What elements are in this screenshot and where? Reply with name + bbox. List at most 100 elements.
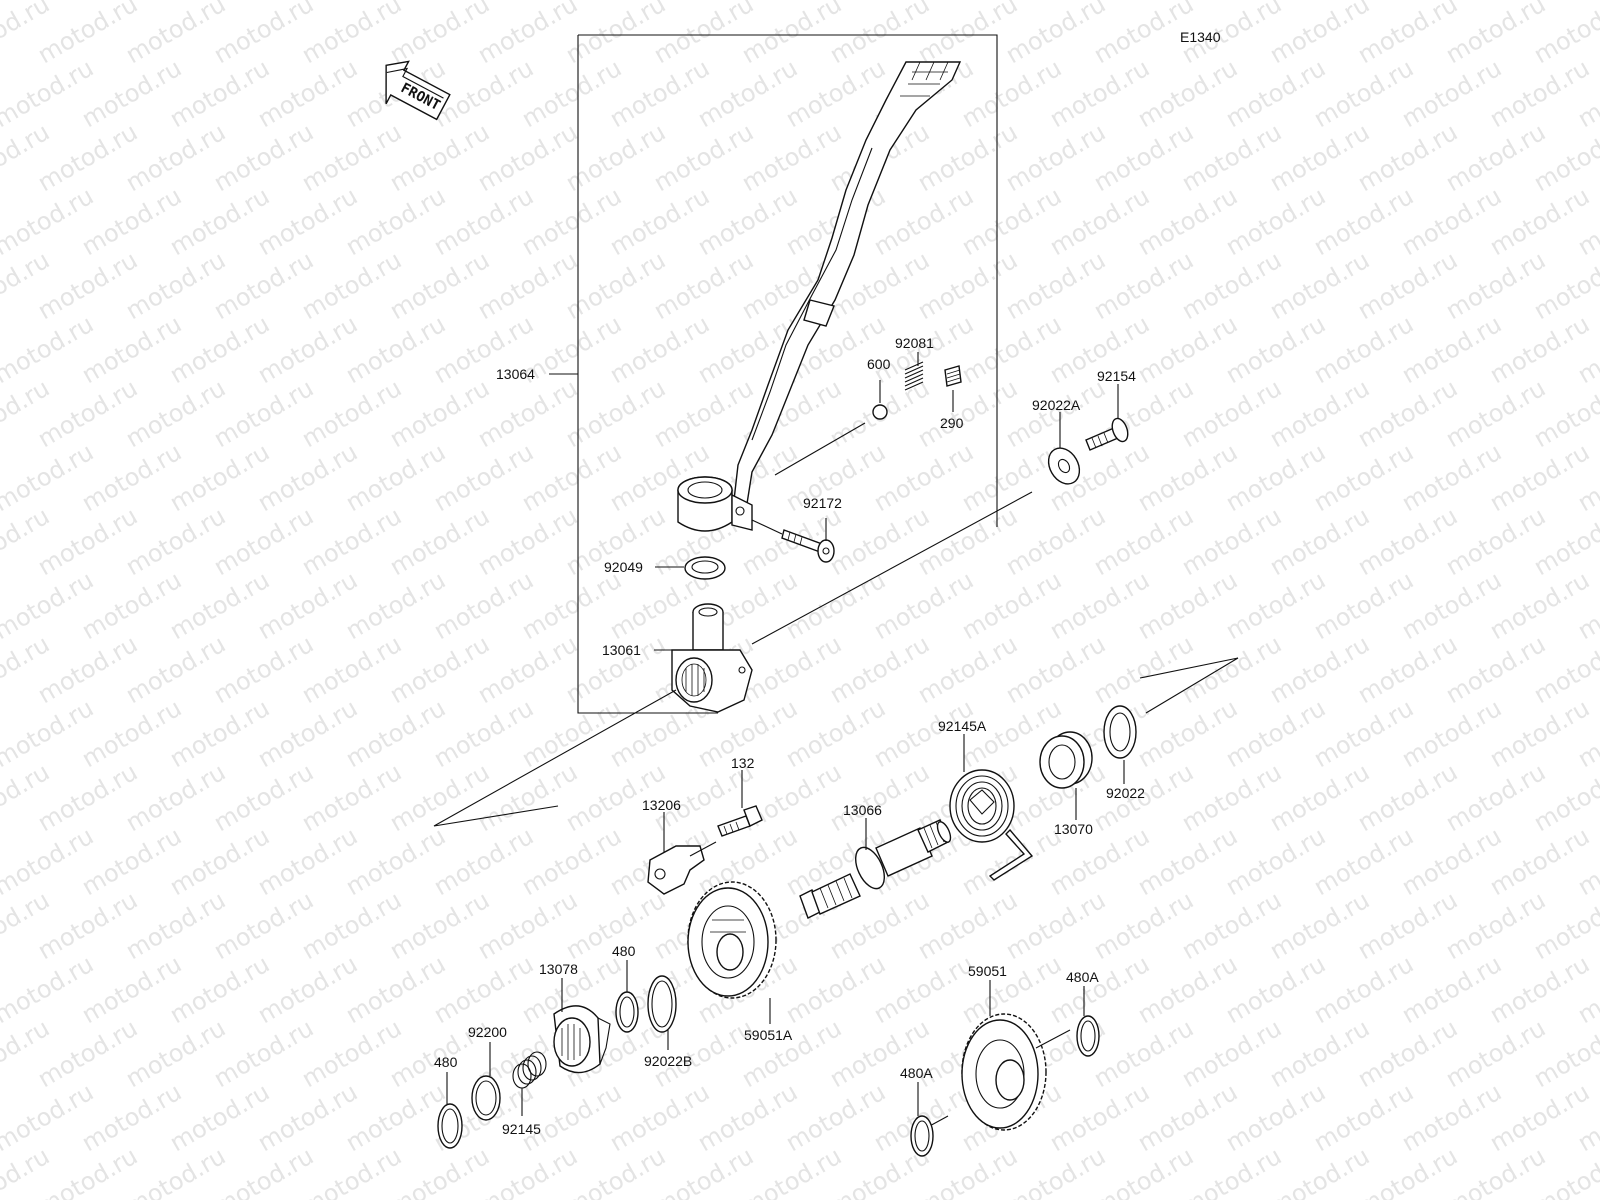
watermark-text: motod.ru bbox=[77, 310, 186, 389]
watermark-text: motod.ru bbox=[517, 694, 626, 773]
watermark-text: motod.ru bbox=[1309, 822, 1418, 901]
watermark-text: motod.ru bbox=[121, 118, 230, 197]
circlip-480-lower bbox=[437, 1103, 463, 1149]
watermark-text: motod.ru bbox=[473, 374, 582, 453]
watermark-text: motod.ru bbox=[297, 630, 406, 709]
watermark-text: motod.ru bbox=[1001, 886, 1110, 965]
watermark-text: motod.ru bbox=[77, 566, 186, 645]
watermark-text: motod.ru bbox=[781, 950, 890, 1029]
shaft-axis-right bbox=[1139, 657, 1239, 714]
watermark-text: motod.ru bbox=[781, 694, 890, 773]
part-label-13061: 13061 bbox=[602, 642, 641, 658]
watermark-text: motod.ru bbox=[209, 246, 318, 325]
watermark-text: motod.ru bbox=[77, 694, 186, 773]
watermark-text: motod.ru bbox=[33, 630, 142, 709]
watermark-text: motod.ru bbox=[1177, 630, 1286, 709]
watermark-text: motod.ru bbox=[121, 758, 230, 837]
part-label-132: 132 bbox=[731, 755, 755, 771]
watermark-text: motod.ru bbox=[1089, 118, 1198, 197]
watermark-text: motod.ru bbox=[561, 374, 670, 453]
watermark-text: motod.ru bbox=[913, 374, 1022, 453]
watermark-text: motod.ru bbox=[253, 182, 362, 261]
watermark-text: motod.ru bbox=[429, 438, 538, 517]
watermark-text: motod.ru bbox=[385, 630, 494, 709]
watermark-text: motod.ru bbox=[1265, 1014, 1374, 1093]
watermark-text: motod.ru bbox=[913, 246, 1022, 325]
watermark-text: motod.ru bbox=[1309, 438, 1418, 517]
watermark-text: motod.ru bbox=[341, 822, 450, 901]
watermark-text: motod.ru bbox=[209, 886, 318, 965]
watermark-text: motod.ru bbox=[385, 246, 494, 325]
watermark-text: motod.ru bbox=[869, 950, 978, 1029]
bolt-132 bbox=[717, 805, 763, 837]
watermark-text: motod.ru bbox=[341, 438, 450, 517]
watermark-text: motod.ru bbox=[1133, 566, 1242, 645]
watermark-text: motod.ru bbox=[33, 118, 142, 197]
watermark-text: motod.ru bbox=[33, 502, 142, 581]
part-label-480A-right: 480A bbox=[1066, 969, 1099, 985]
watermark-text: motod.ru bbox=[517, 566, 626, 645]
part-label-92022B: 92022B bbox=[644, 1053, 692, 1069]
watermark-text: motod.ru bbox=[649, 374, 758, 453]
watermark-text: motod.ru bbox=[1045, 950, 1154, 1029]
watermark-text: motod.ru bbox=[385, 374, 494, 453]
idle-gear-59051 bbox=[925, 1013, 1071, 1131]
watermark-text: motod.ru bbox=[1177, 118, 1286, 197]
watermark-text: motod.ru bbox=[253, 822, 362, 901]
watermark-text: motod.ru bbox=[1045, 1078, 1154, 1157]
watermark-text: motod.ru bbox=[1441, 374, 1550, 453]
assembly-bracket-13064 bbox=[577, 34, 998, 714]
watermark-text: motod.ru bbox=[1397, 1078, 1506, 1157]
kick-lever bbox=[677, 61, 962, 532]
watermark-text: motod.ru bbox=[1221, 54, 1330, 133]
leader-600 bbox=[774, 380, 881, 476]
watermark-text: motod.ru bbox=[1573, 0, 1600, 5]
part-label-480A-left: 480A bbox=[900, 1065, 933, 1081]
watermark-text: motod.ru bbox=[297, 118, 406, 197]
part-label-92049: 92049 bbox=[604, 559, 643, 575]
watermark-text: motod.ru bbox=[1265, 374, 1374, 453]
watermark-text: motod.ru bbox=[1265, 630, 1374, 709]
watermark-text: motod.ru bbox=[605, 310, 714, 389]
watermark-text: motod.ru bbox=[297, 374, 406, 453]
watermark-text: motod.ru bbox=[1309, 566, 1418, 645]
watermark-text: motod.ru bbox=[1133, 182, 1242, 261]
watermark-text: motod.ru bbox=[209, 630, 318, 709]
spring-290 bbox=[944, 365, 962, 387]
watermark-text: motod.ru bbox=[1045, 566, 1154, 645]
washer-92200 bbox=[471, 1075, 501, 1121]
circlip-480A-left bbox=[910, 1115, 934, 1157]
watermark-text: motod.ru bbox=[33, 886, 142, 965]
kick-gear-59051A bbox=[687, 881, 777, 999]
watermark-text: motod.ru bbox=[341, 566, 450, 645]
watermark-text: motod.ru bbox=[1485, 182, 1594, 261]
watermark-text: motod.ru bbox=[957, 310, 1066, 389]
part-label-13066: 13066 bbox=[843, 802, 882, 818]
watermark-text: motod.ru bbox=[165, 54, 274, 133]
watermark-text: motod.ru bbox=[1485, 1078, 1594, 1157]
shaft-axis-upper bbox=[751, 491, 1033, 645]
ball-600 bbox=[872, 404, 888, 420]
watermark-text: motod.ru bbox=[517, 1078, 626, 1157]
watermark-text: motod.ru bbox=[1441, 1014, 1550, 1093]
circlip-480A-right bbox=[1076, 1015, 1100, 1057]
watermark-text: motod.ru bbox=[1353, 1014, 1462, 1093]
watermark-text: motod.ru bbox=[1133, 54, 1242, 133]
watermark-text: motod.ru bbox=[1441, 630, 1550, 709]
watermark-text: motod.ru bbox=[1441, 886, 1550, 965]
watermark-text: motod.ru bbox=[957, 182, 1066, 261]
watermark-text: motod.ru bbox=[1441, 758, 1550, 837]
oil-seal-92049 bbox=[684, 556, 726, 580]
watermark-text: motod.ru bbox=[77, 822, 186, 901]
part-label-92154: 92154 bbox=[1097, 368, 1136, 384]
watermark-text: motod.ru bbox=[297, 1014, 406, 1093]
watermark-text: motod.ru bbox=[781, 1078, 890, 1157]
watermark-text: motod.ru bbox=[77, 950, 186, 1029]
watermark-text: motod.ru bbox=[1353, 374, 1462, 453]
watermark-text: motod.ru bbox=[341, 1078, 450, 1157]
part-label-92172: 92172 bbox=[803, 495, 842, 511]
watermark-text: motod.ru bbox=[121, 630, 230, 709]
watermark-text: motod.ru bbox=[165, 182, 274, 261]
watermark-text: motod.ru bbox=[1485, 694, 1594, 773]
watermark-text: motod.ru bbox=[77, 1078, 186, 1157]
